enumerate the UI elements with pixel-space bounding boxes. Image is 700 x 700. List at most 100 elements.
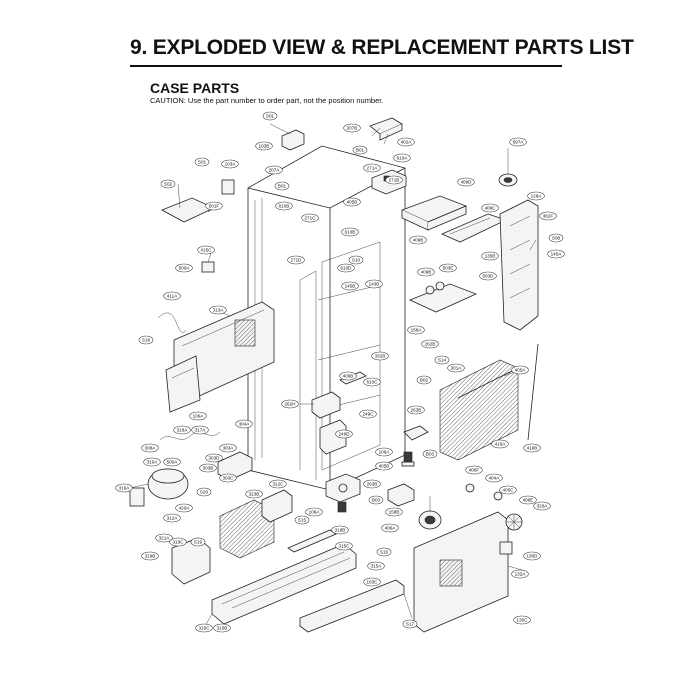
callout-text: S14	[438, 358, 447, 363]
callout-c91: 405C	[499, 485, 517, 495]
callout-c3: 207B	[343, 123, 361, 133]
callout-c95: 135C	[513, 615, 531, 625]
callout-text: 610B	[279, 204, 290, 209]
callout-c1: S01	[262, 111, 278, 121]
callout-c37: 145A	[547, 249, 565, 259]
connector-block	[221, 179, 235, 195]
callout-bubble	[385, 175, 403, 185]
callout-bubble	[195, 623, 213, 633]
callout-text: 271D	[291, 258, 303, 263]
callout-bubble	[397, 137, 415, 147]
callout-bubble	[245, 489, 263, 499]
callout-bubble	[219, 443, 237, 453]
callout-text: 145A	[551, 252, 563, 257]
callout-text: 318B	[335, 528, 346, 533]
callout-text: 312C	[273, 482, 285, 487]
callout-text: 405A	[515, 368, 527, 373]
callout-text: 313A	[213, 308, 225, 313]
callout-bubble	[447, 363, 465, 373]
callout-bubble	[163, 457, 181, 467]
callout-bubble	[352, 145, 368, 155]
callout-text: B03	[372, 498, 381, 503]
callout-bubble	[275, 201, 293, 211]
callout-bubble	[255, 141, 273, 151]
callout-text: B03	[426, 452, 435, 457]
callout-text: 303B	[203, 466, 214, 471]
upper-hinge	[369, 117, 403, 141]
callout-c2: 103B	[255, 141, 273, 151]
callout-c80: 315B	[213, 623, 231, 633]
callout-bubble	[335, 541, 353, 551]
callout-bubble	[527, 191, 545, 201]
condenser-coil	[219, 499, 275, 559]
condenser-fan-mount	[387, 483, 415, 507]
callout-c68: S19	[190, 537, 206, 547]
callout-text: 301A	[451, 366, 463, 371]
callout-text: S02	[164, 182, 173, 187]
small-shroud	[261, 489, 293, 523]
callout-c25: 610B	[341, 227, 359, 237]
callout-text: 411A	[167, 294, 178, 299]
callout-c66: 321A	[155, 533, 173, 543]
callout-c101: 143B	[365, 279, 383, 289]
callout-bubble	[141, 443, 159, 453]
callout-bubble	[335, 429, 353, 439]
filter-housing	[498, 173, 518, 187]
callout-text: 103C	[367, 580, 379, 585]
callout-c73: 106A	[305, 507, 323, 517]
callout-text: S16	[380, 550, 389, 555]
callout-bubble	[189, 411, 207, 421]
callout-text: 415C	[201, 248, 213, 253]
callout-bubble	[407, 325, 425, 335]
callout-bubble	[269, 479, 287, 489]
callout-c47: 610C	[363, 377, 381, 387]
callout-c52: 304A	[235, 419, 253, 429]
small-bracket-right	[499, 541, 513, 555]
callout-text: 249D	[339, 432, 351, 437]
callout-text: B01	[356, 148, 365, 153]
callout-bubble	[407, 405, 425, 415]
callout-bubble	[341, 281, 359, 291]
callout-c12: 103A	[221, 159, 239, 169]
callout-text: 262H	[285, 402, 296, 407]
callout-c43: 301A	[447, 363, 465, 373]
callout-text: 145B	[345, 284, 356, 289]
callout-c24: 405B	[343, 197, 361, 207]
callout-c18: S18	[138, 335, 154, 345]
callout-c71: 312C	[269, 479, 287, 489]
callout-bubble	[491, 439, 509, 449]
callout-text: 310A	[147, 460, 159, 465]
callout-c26: 271D	[287, 255, 305, 265]
callout-text: S10	[352, 258, 361, 263]
callout-text: 128A	[531, 194, 543, 199]
rear-foot-leveler	[337, 501, 347, 513]
callout-bubble	[381, 523, 399, 533]
callout-c14: 501F	[205, 201, 223, 211]
relay-overload	[129, 487, 145, 507]
callout-c97: 416B	[523, 443, 541, 453]
callout-text: S01	[266, 114, 275, 119]
callout-text: 409B	[413, 238, 424, 243]
callout-c34: 128A	[527, 191, 545, 201]
callout-c50: 263B	[407, 405, 425, 415]
callout-bubble	[548, 233, 564, 243]
callout-bubble	[331, 525, 349, 535]
callout-c59: 303B	[199, 463, 217, 473]
callout-c8: 271B	[385, 175, 403, 185]
callout-c48: 262H	[281, 399, 299, 409]
callout-text: 316A	[119, 486, 131, 491]
small-clip	[201, 261, 215, 273]
callout-bubble	[479, 271, 497, 281]
callout-c61: 500A	[163, 457, 181, 467]
callout-bubble	[301, 213, 319, 223]
callout-bubble	[511, 569, 529, 579]
callout-c22: 610B	[275, 201, 293, 211]
callout-bubble	[163, 513, 181, 523]
callout-c89: 404A	[485, 473, 503, 483]
callout-bubble	[481, 203, 499, 213]
callout-text: 320A	[537, 504, 549, 509]
callout-text: S20	[200, 490, 209, 495]
callout-text: 103B	[259, 144, 270, 149]
callout-text: 409C	[485, 206, 497, 211]
callout-text: 405B	[347, 200, 358, 205]
